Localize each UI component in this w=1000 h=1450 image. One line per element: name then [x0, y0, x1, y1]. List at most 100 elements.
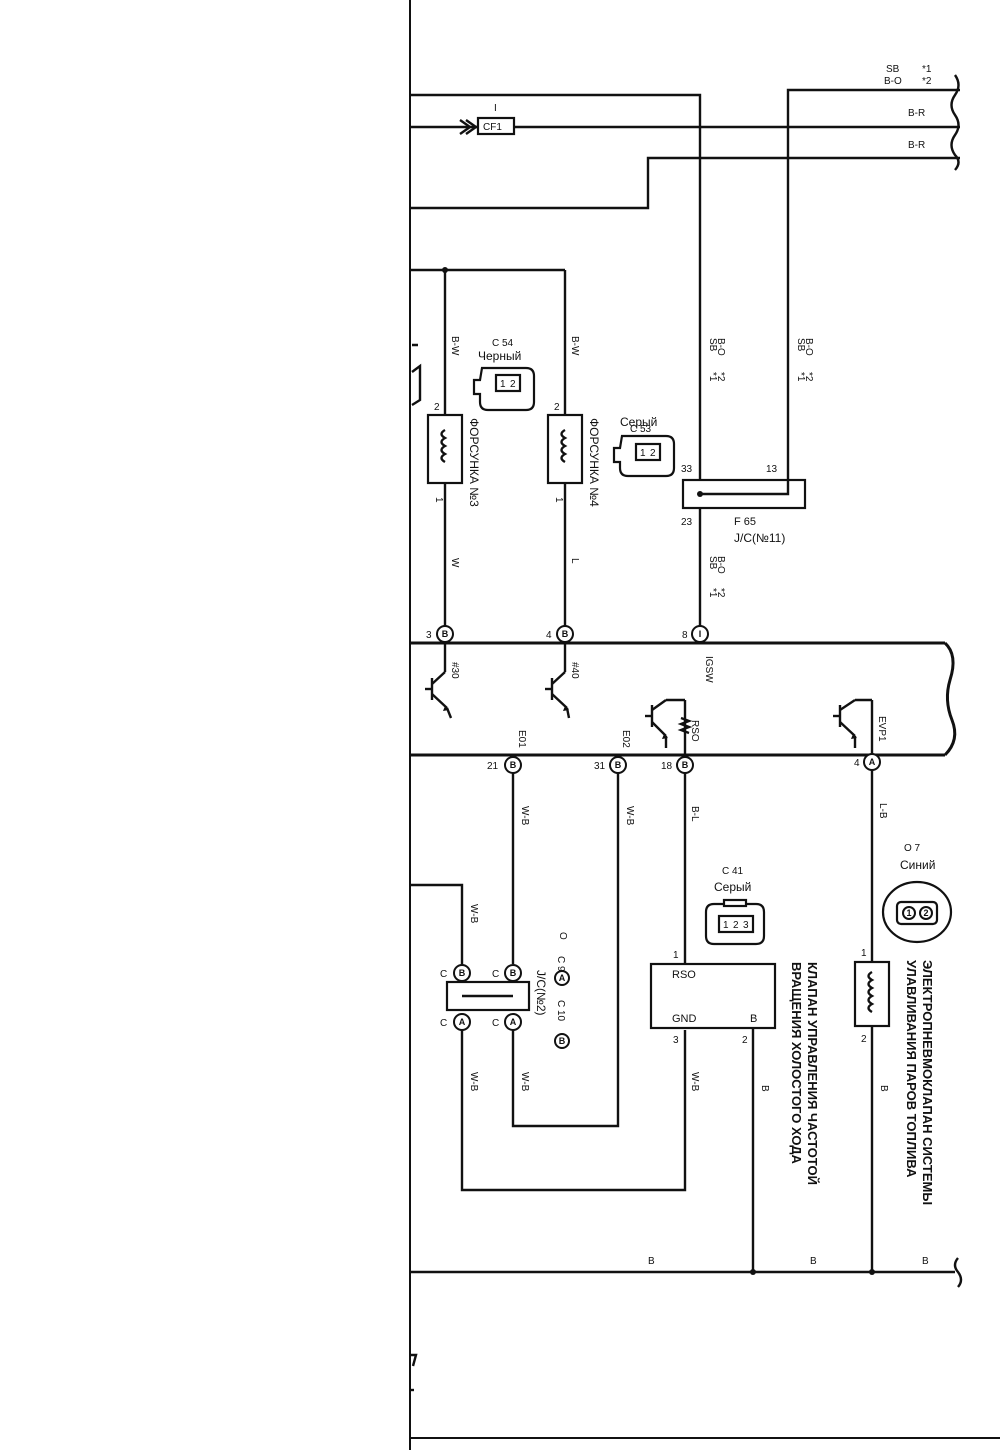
o7-id: O 7: [904, 843, 921, 854]
ecu-pin-a4-conn: A: [869, 757, 876, 767]
jc2-ref-pin-b-label: B: [559, 1036, 566, 1046]
ecu-pin-b18-conn: B: [682, 760, 689, 770]
wire-wb3: W-B: [468, 904, 479, 924]
wire-lb: L-B: [877, 803, 888, 819]
ecu-pin-a4-num: 4: [854, 758, 860, 769]
ecu-pin-b3-conn: B: [442, 629, 449, 639]
wire-wb6: W-B: [689, 1072, 700, 1092]
c54-color: Черный: [478, 349, 521, 363]
jc11-right-sb: SB: [795, 338, 806, 352]
jc2-pin-a-right-conn: A: [510, 1017, 517, 1027]
wire-ground-loop: [460, 1030, 687, 1192]
idle-valve-pin1: 1: [673, 950, 679, 961]
c54-cavity: [494, 373, 522, 393]
inj3-pin-top: 2: [434, 402, 440, 413]
inj3-wire-bottom: W: [449, 558, 460, 568]
transistor-icon: [425, 642, 453, 719]
injector-4-body: [546, 413, 584, 485]
c53-cavity: [634, 442, 662, 462]
c54-pin1: 1: [500, 379, 506, 390]
c41-pin1: 1: [723, 920, 729, 931]
ecu-igsw: IGSW: [703, 656, 714, 683]
jc2-ref-c10: C 10: [555, 1000, 566, 1022]
coil-icon: [560, 428, 568, 464]
jc2-pin-b-left: [453, 964, 471, 982]
idle-valve-body: [649, 962, 777, 1030]
label-i: I: [494, 103, 497, 114]
ecu-pin-b4-num: 4: [546, 630, 552, 641]
o7-cavity-1: [902, 906, 916, 920]
c53-color-visible: Серый: [620, 415, 657, 429]
label-cf1: CF1: [483, 122, 502, 133]
wire-sb-right: [786, 88, 960, 485]
inj3-wire-top: B-W: [449, 336, 460, 356]
wire-wb1: W-B: [519, 806, 530, 826]
wire-wb5: W-B: [519, 1072, 530, 1092]
jc11-left-bo-vis: B-O: [715, 338, 726, 356]
wire-b2: B: [878, 1085, 889, 1092]
jc11-left-n2: *2: [715, 372, 726, 382]
label-br-1: B-R: [908, 108, 925, 119]
transistor-icon: [545, 642, 571, 719]
idle-valve-title-1: КЛАПАН УПРАВЛЕНИЯ ЧАСТОТОЙ: [805, 962, 820, 1185]
transistor-icon: [645, 698, 693, 760]
inj3-pin-bottom: 1: [433, 497, 444, 503]
c41-color: Серый: [714, 880, 751, 894]
inj4-title: ФОРСУНКА №4: [587, 418, 601, 507]
edge-mark: [410, 1353, 418, 1367]
c53-pin1: 1: [640, 448, 646, 459]
inj4-wire-top: B-W: [569, 336, 580, 356]
c53-id: C 53: [630, 424, 652, 435]
jc11-left-n1: *1: [707, 372, 718, 382]
label-n2-top: *2: [922, 76, 932, 87]
jc2-pin-a-left-conn: A: [459, 1017, 466, 1027]
break-mark-bottom: [953, 1257, 963, 1288]
inj3-title: ФОРСУНКА №3: [467, 418, 481, 507]
junction-connector-11: SB B-O B-O *1 *2 SB B-O *1 *2 33 13 23 F…: [681, 338, 814, 598]
jc2-c-2: C: [492, 969, 499, 980]
jc11-bot-n1: *1: [707, 588, 718, 598]
c41-id: C 41: [722, 866, 744, 877]
wire-wb-left: [410, 883, 464, 964]
connector-cf1: [476, 116, 516, 136]
c41-latch: [722, 898, 748, 908]
wire-bl: B-L: [689, 806, 700, 822]
connector-c54: C 54 Черный 1 2: [472, 338, 536, 412]
jc2-pin-b-left-conn: B: [459, 968, 466, 978]
jc11-id: F 65: [734, 516, 756, 528]
jc2-ref-pin-b: [554, 1033, 570, 1049]
ecu-pin-b31-num: 31: [594, 761, 606, 772]
evap-valve-body: [853, 960, 891, 1028]
idle-valve-rso: RSO: [672, 969, 696, 981]
coil-icon: [867, 970, 875, 1014]
wire-b1: B: [759, 1085, 770, 1092]
jc2-name: J/C(№2): [534, 970, 548, 1016]
jc2-pin-a-right: [504, 1013, 522, 1031]
jc11-left-sb: SB: [707, 338, 718, 352]
jc11-bridge: [700, 480, 790, 496]
jc11-bot-n2: *2: [715, 588, 726, 598]
coil-icon: [440, 428, 448, 464]
idle-valve-b: B: [750, 1013, 757, 1025]
partial-symbol-left: [411, 343, 422, 407]
wire-b3: B: [648, 1256, 655, 1267]
connector-arrow-icon: [459, 119, 479, 135]
wire-b5: B: [922, 1256, 929, 1267]
jc11-pin23: 23: [681, 517, 693, 528]
top-wire-group: SB *1 B-O *2 B-R B-R I CF1: [410, 64, 960, 640]
label-br-2: B-R: [908, 140, 925, 151]
ecu-pin-b4-conn: B: [562, 629, 569, 639]
jc2-c-4: C: [492, 1018, 499, 1029]
o7-color: Синий: [900, 858, 935, 872]
jc11-pin33: 33: [681, 464, 693, 475]
injector-3-body: [426, 413, 464, 485]
jc2-ref-o: O: [557, 932, 568, 940]
evap-valve-title-1: ЭЛЕКТРОПНЕВМОКЛАПАН СИСТЕМЫ: [920, 960, 935, 1205]
idle-valve-title-2: ВРАЩЕНИЯ ХОЛОСТОГО ХОДА: [789, 962, 804, 1165]
label-sb-top: SB: [886, 64, 900, 75]
jc2-c-3: C: [440, 1018, 447, 1029]
label-bo-top: B-O: [884, 76, 902, 87]
ecu-pin-i8: [691, 625, 709, 643]
